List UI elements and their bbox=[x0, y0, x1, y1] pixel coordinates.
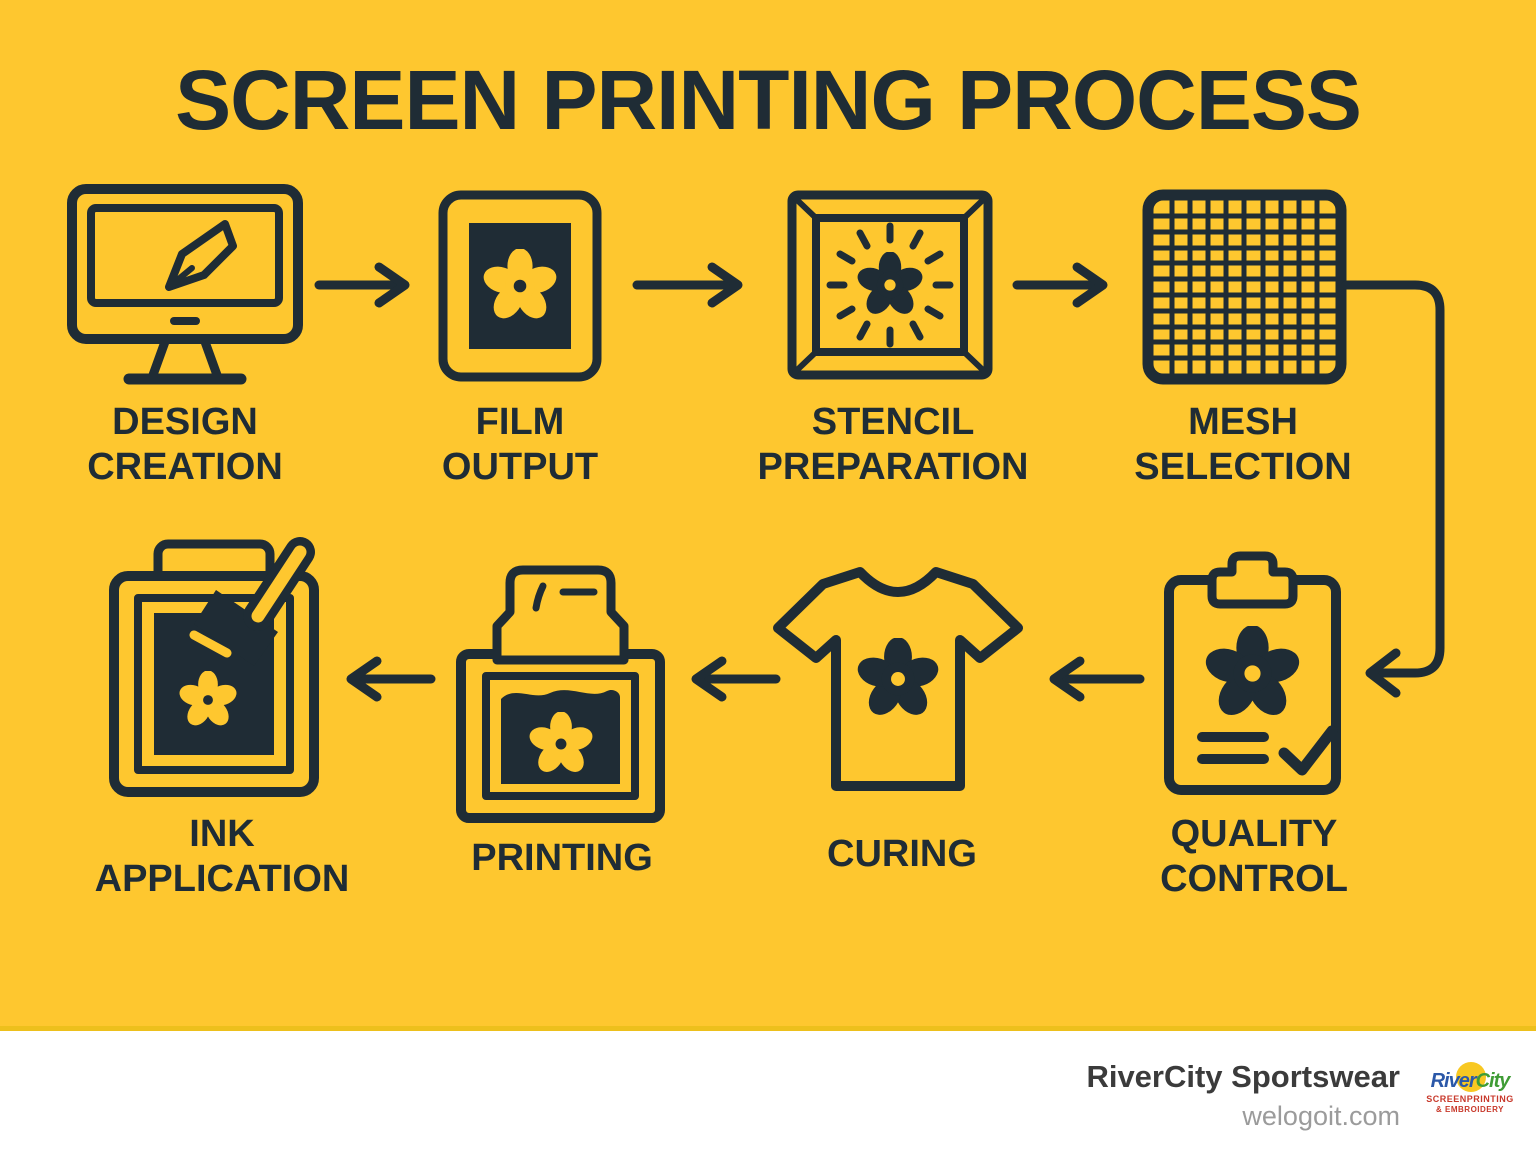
step-label-ink-application: INK APPLICATION bbox=[42, 812, 402, 902]
step-label-stencil-preparation: STENCIL PREPARATION bbox=[713, 400, 1073, 490]
step-label-line: DESIGN bbox=[112, 401, 258, 443]
step-label-printing: PRINTING bbox=[382, 836, 742, 881]
step-label-line: SELECTION bbox=[1134, 446, 1352, 488]
film-positive-flower-icon bbox=[438, 190, 602, 382]
step-label-film-output: FILM OUTPUT bbox=[340, 400, 700, 490]
step-label-line: PREPARATION bbox=[757, 446, 1029, 488]
step-label-line: CREATION bbox=[87, 446, 283, 488]
step-label-line: CURING bbox=[827, 833, 977, 875]
logo-tagline-line1: SCREENPRINTING bbox=[1426, 1094, 1514, 1104]
step-label-line: QUALITY bbox=[1170, 813, 1338, 855]
computer-monitor-pen-icon bbox=[67, 184, 303, 385]
step-label-design-creation: DESIGN CREATION bbox=[5, 400, 365, 490]
mesh-grid-icon bbox=[1142, 189, 1347, 385]
logo-word-city: City bbox=[1475, 1070, 1511, 1092]
exposed-screen-frame-icon bbox=[787, 190, 993, 380]
logo-tagline-line2: & EMBROIDERY bbox=[1436, 1105, 1504, 1114]
flow-arrow-right-2 bbox=[632, 262, 743, 308]
flow-arrow-right-1 bbox=[314, 262, 410, 308]
logo-sun-icon bbox=[1456, 1062, 1486, 1092]
flow-arrow-left-3 bbox=[346, 656, 436, 702]
rivercity-logo: RiverCity SCREENPRINTING & EMBROIDERY bbox=[1419, 1062, 1521, 1121]
step-label-curing: CURING bbox=[722, 832, 1082, 877]
step-label-line: FILM bbox=[475, 401, 565, 443]
flow-arrow-left-1 bbox=[1049, 656, 1145, 702]
step-label-line: APPLICATION bbox=[94, 858, 350, 900]
step-label-line: INK bbox=[189, 813, 255, 855]
flow-connector-down-left bbox=[1341, 280, 1445, 698]
step-label-line: OUTPUT bbox=[441, 446, 599, 488]
flow-arrow-left-2 bbox=[691, 656, 781, 702]
step-label-line: PRINTING bbox=[471, 837, 653, 879]
page-title: SCREEN PRINTING PROCESS bbox=[175, 53, 1362, 147]
logo-word-river: River bbox=[1430, 1070, 1477, 1092]
tshirt-flower-icon bbox=[773, 567, 1023, 791]
squeegee-press-icon bbox=[456, 565, 665, 823]
step-label-line: MESH bbox=[1188, 401, 1298, 443]
logo-wordmark: RiverCity bbox=[1419, 1070, 1521, 1093]
step-label-line: STENCIL bbox=[811, 401, 975, 443]
step-label-mesh-selection: MESH SELECTION bbox=[1063, 400, 1423, 490]
step-label-line: CONTROL bbox=[1160, 858, 1348, 900]
footer-website-url: welogoit.com bbox=[1242, 1101, 1400, 1131]
clipboard-checklist-icon bbox=[1164, 551, 1341, 795]
footer-brand-name: RiverCity Sportswear bbox=[1086, 1059, 1400, 1094]
ink-squeegee-frame-icon bbox=[109, 537, 319, 797]
step-label-quality-control: QUALITY CONTROL bbox=[1074, 812, 1434, 902]
footer-bar: RiverCity Sportswear welogoit.com RiverC… bbox=[0, 1026, 1536, 1154]
flow-arrow-right-3 bbox=[1012, 262, 1108, 308]
